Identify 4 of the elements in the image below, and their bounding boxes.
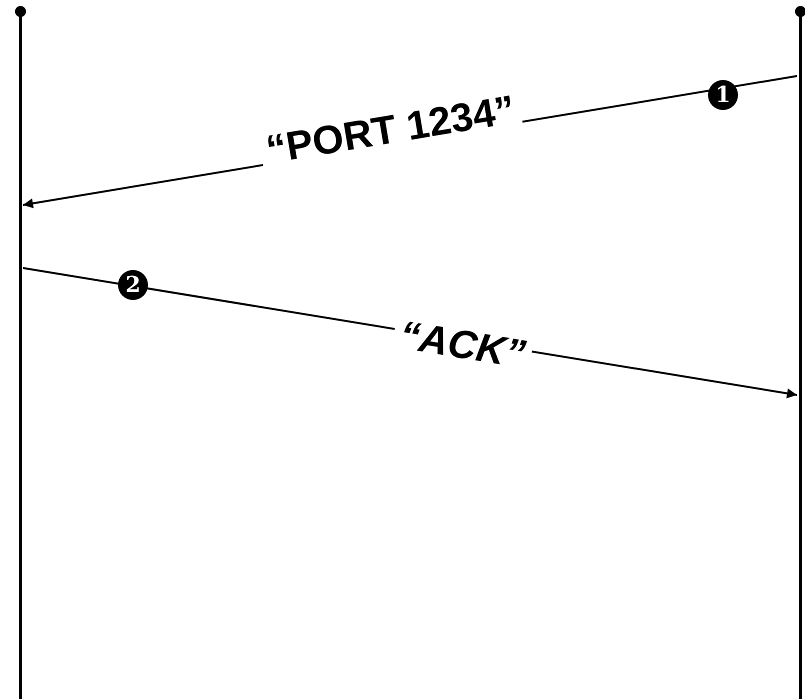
lifeline	[15, 6, 27, 699]
callout-number: 2	[118, 270, 148, 300]
callout-number: 1	[708, 80, 738, 110]
lifeline	[795, 6, 805, 699]
